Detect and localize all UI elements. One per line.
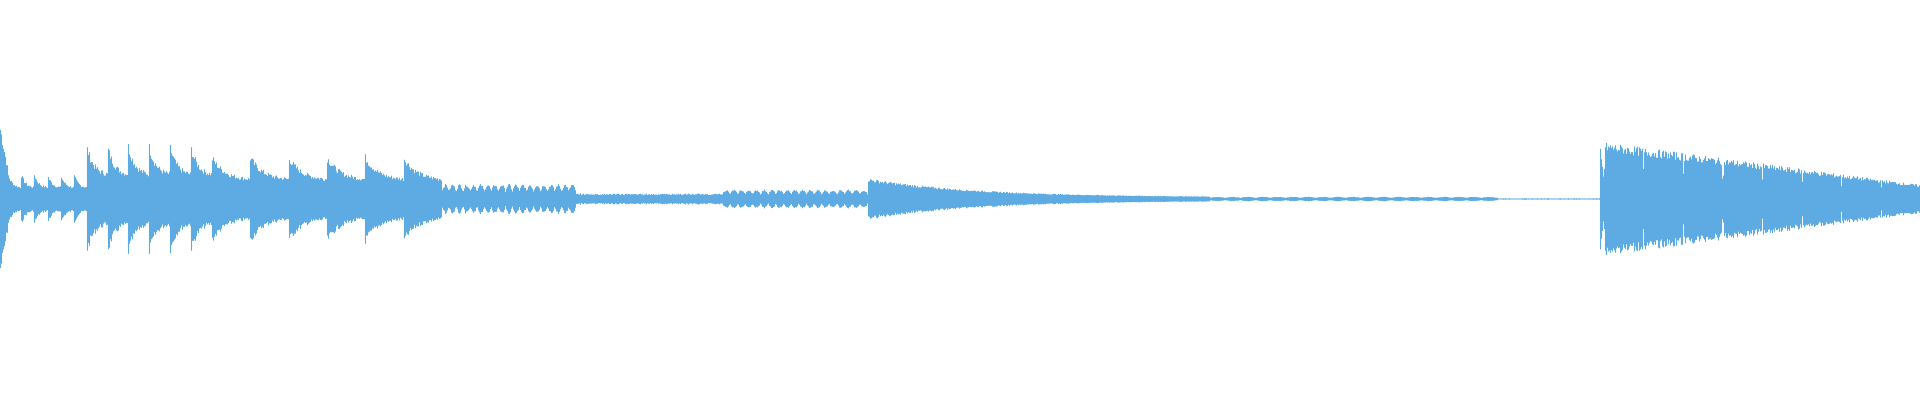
waveform-bars (0, 130, 1920, 268)
waveform-path (0, 130, 1920, 268)
